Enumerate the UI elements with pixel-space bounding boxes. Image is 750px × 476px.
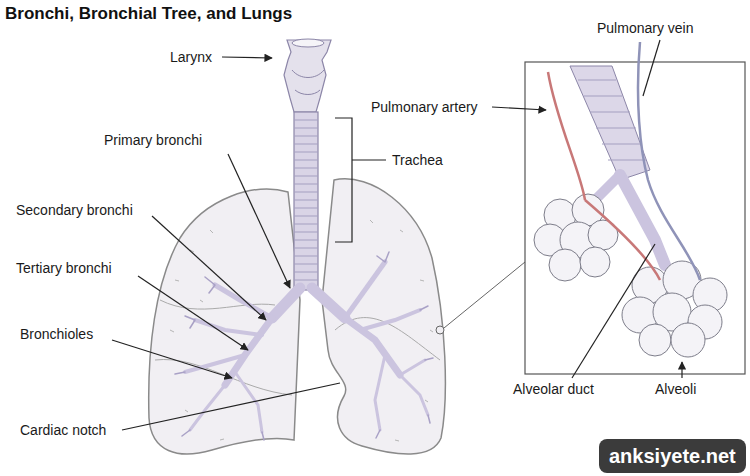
- part-label: Tertiary bronchi: [16, 260, 112, 276]
- diagram-title: Bronchi, Bronchial Tree, and Lungs: [5, 4, 292, 24]
- watermark-text: anksiyete.net: [609, 445, 736, 467]
- part-label: Alveolar duct: [513, 381, 594, 397]
- watermark-box: anksiyete.net: [599, 439, 746, 473]
- part-label: Secondary bronchi: [16, 202, 133, 218]
- part-label: Pulmonary vein: [597, 20, 694, 36]
- part-label: Primary bronchi: [104, 132, 202, 148]
- part-label: Bronchioles: [20, 326, 93, 342]
- part-label: Trachea: [392, 152, 443, 168]
- part-label: Larynx: [170, 49, 212, 65]
- part-label: Alveoli: [655, 381, 696, 397]
- part-label: Pulmonary artery: [371, 99, 478, 115]
- part-label: Cardiac notch: [20, 422, 106, 438]
